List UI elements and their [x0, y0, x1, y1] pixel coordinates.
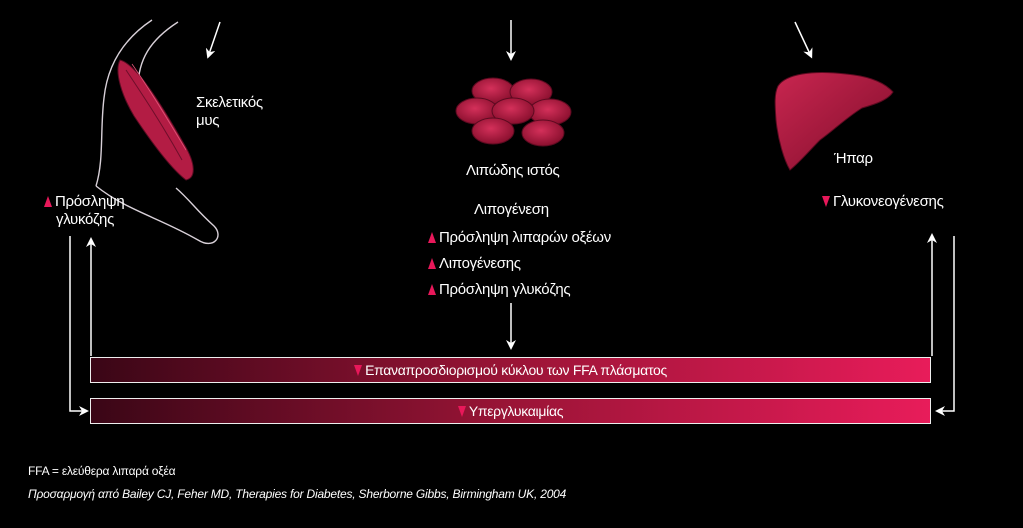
adipose-effect-lipogenesis: Λιπογένεσης	[428, 255, 521, 273]
hyperglycemia-bar: Υπεργλυκαιμίας	[90, 398, 931, 424]
ffa-cycle-bar: Επαναπροσδιορισμού κύκλου των FFA πλάσμα…	[90, 357, 931, 383]
liver-illustration	[774, 72, 894, 171]
hyperglycemia-label: Υπεργλυκαιμίας	[458, 403, 564, 419]
left-feedback-line	[69, 236, 89, 416]
ffa-cycle-label: Επαναπροσδιορισμού κύκλου των FFA πλάσμα…	[354, 362, 667, 378]
muscle-label-line2: μυς	[196, 112, 220, 129]
liver-label: Ήπαρ	[834, 150, 873, 167]
footnote-source: Προσαρμογή από Bailey CJ, Feher MD, Ther…	[28, 487, 567, 501]
liver-effect: Γλυκονεογένεσης	[822, 193, 944, 211]
muscle-input-arrow	[205, 21, 221, 59]
adipose-effect-glucose: Πρόσληψη γλυκόζης	[428, 281, 571, 299]
adipose-label: Λιπώδης ιστός	[466, 162, 560, 179]
muscle-illustration	[95, 19, 219, 245]
footnote-definition: FFA = ελεύθερα λιπαρά οξέα	[28, 464, 176, 478]
muscle-effect: Πρόσληψη γλυκόζης	[44, 193, 125, 229]
liver-input-arrow	[794, 21, 813, 59]
muscle-effect-line1: Πρόσληψη	[44, 193, 125, 211]
muscle-effect-line2: γλυκόζης	[56, 211, 115, 228]
adipose-illustration	[455, 77, 572, 147]
adipose-heading: Λιπογένεση	[474, 201, 549, 218]
adipose-effect-fatty-acids: Πρόσληψη λιπαρών οξέων	[428, 229, 611, 247]
muscle-label: Σκελετικός μυς	[196, 94, 263, 130]
right-feedback-line	[935, 236, 955, 416]
muscle-label-line1: Σκελετικός	[196, 94, 263, 111]
